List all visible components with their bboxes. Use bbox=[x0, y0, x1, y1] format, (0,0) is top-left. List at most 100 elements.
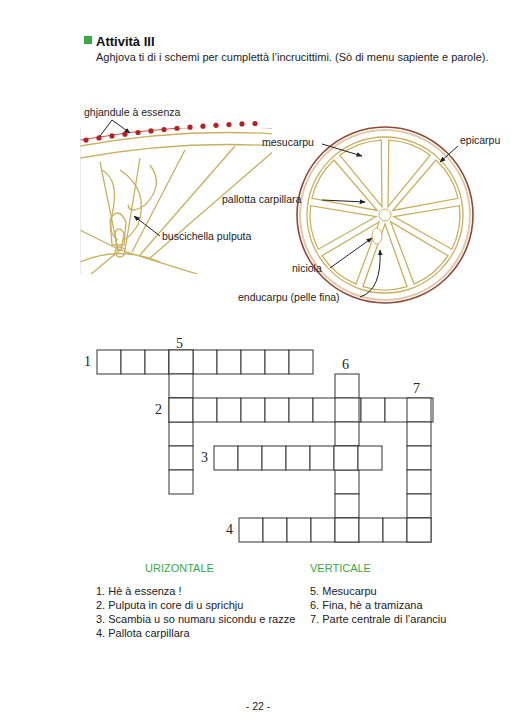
crossword-grid bbox=[97, 350, 433, 542]
crossword-cell bbox=[214, 446, 238, 470]
clue: 6. Fina, hè a tramizana bbox=[310, 599, 423, 612]
part-label: epicarpu bbox=[460, 134, 500, 147]
crossword-cell bbox=[335, 494, 359, 518]
crossword-cell bbox=[263, 518, 287, 542]
leader-line bbox=[440, 146, 458, 162]
gland-dot bbox=[83, 137, 88, 142]
crossword-cell bbox=[265, 398, 289, 422]
crossword-cell bbox=[241, 398, 265, 422]
crossword-cell bbox=[335, 518, 359, 542]
clue: 4. Pallota carpillara bbox=[96, 627, 190, 640]
part-label: ghjandule à essenza bbox=[84, 106, 180, 119]
gland-dot bbox=[174, 126, 179, 131]
part-label: mesucarpu bbox=[262, 136, 314, 149]
gland-dots bbox=[83, 121, 257, 143]
crossword-cell bbox=[407, 518, 431, 542]
crossword-cell bbox=[287, 518, 311, 542]
crossword-cell bbox=[145, 350, 169, 374]
crossword-cell bbox=[335, 470, 359, 494]
crossword-cell bbox=[239, 518, 263, 542]
orange-segment bbox=[312, 160, 377, 210]
clue: 7. Parte centrale di l’aranciu bbox=[310, 613, 446, 626]
crossword-cell bbox=[262, 446, 286, 470]
crossword-cell bbox=[407, 398, 431, 422]
leader-line bbox=[322, 200, 365, 202]
clue-heading: URIZONTALE bbox=[145, 562, 214, 575]
crossword-cell bbox=[359, 518, 383, 542]
clue-number: 7 bbox=[413, 381, 420, 397]
orange-section bbox=[297, 127, 473, 303]
crossword-cell bbox=[97, 350, 121, 374]
orange-segment bbox=[391, 222, 448, 284]
leader-line bbox=[134, 216, 160, 236]
activity-title: Attività III bbox=[96, 34, 155, 49]
clue: 3. Scambia u so numaru sicondu e razze bbox=[96, 613, 295, 626]
crossword-cell bbox=[286, 446, 310, 470]
gland-dot bbox=[252, 121, 257, 126]
crossword-cell bbox=[121, 350, 145, 374]
crossword-cell bbox=[313, 398, 337, 422]
crossword-cell bbox=[169, 446, 193, 470]
crossword-cell bbox=[169, 398, 193, 422]
gland-dot bbox=[161, 127, 166, 132]
gland-dot bbox=[148, 128, 153, 133]
leader-line bbox=[322, 144, 362, 156]
gland-dot bbox=[200, 124, 205, 129]
gland-dot bbox=[239, 121, 244, 126]
crossword-cell bbox=[407, 494, 431, 518]
crossword-cell bbox=[289, 398, 313, 422]
gland-dot bbox=[96, 135, 101, 140]
crossword-cell bbox=[193, 398, 217, 422]
part-label: enducarpu (pelle fina) bbox=[238, 291, 340, 304]
crossword-cell bbox=[407, 518, 431, 542]
crossword-cell bbox=[169, 470, 193, 494]
gland-dot bbox=[187, 125, 192, 130]
clue-number: 3 bbox=[201, 450, 208, 466]
crossword-cell bbox=[169, 350, 193, 374]
clue: 2. Pulputa in core di u sprichju bbox=[96, 599, 243, 612]
crossword-cell bbox=[217, 398, 241, 422]
crossword-cell bbox=[265, 350, 289, 374]
clue: 5. Mesucarpu bbox=[310, 585, 377, 598]
gland-dot bbox=[122, 132, 127, 137]
crossword-cell bbox=[358, 446, 382, 470]
crossword-cell bbox=[361, 398, 385, 422]
crossword-cell bbox=[385, 398, 409, 422]
crossword-cell bbox=[169, 350, 193, 374]
crossword-cell bbox=[217, 350, 241, 374]
crossword-cell bbox=[407, 422, 431, 446]
orange-segment bbox=[340, 140, 382, 206]
gland-dot bbox=[135, 130, 140, 135]
crossword-cell bbox=[334, 446, 358, 470]
leader-line bbox=[360, 250, 380, 297]
crossword-cell bbox=[169, 374, 193, 398]
crossword-cell bbox=[335, 518, 359, 542]
crossword-cell bbox=[383, 518, 407, 542]
orange-segment bbox=[363, 224, 407, 290]
crossword-cell bbox=[407, 470, 431, 494]
gland-dot bbox=[226, 122, 231, 127]
clue-number: 4 bbox=[226, 522, 233, 538]
crossword-cell bbox=[241, 350, 265, 374]
crossword-cell bbox=[335, 374, 359, 398]
clue-number: 5 bbox=[176, 336, 183, 352]
clue-number: 1 bbox=[84, 354, 91, 370]
crossword-cell bbox=[311, 518, 335, 542]
gland-dot bbox=[109, 133, 114, 138]
crossword-cell bbox=[310, 446, 334, 470]
clue-number: 2 bbox=[155, 402, 162, 418]
title-square bbox=[84, 36, 92, 44]
crossword-cell bbox=[169, 398, 193, 422]
part-label: buscichella pulputa bbox=[162, 230, 251, 243]
crossword-cell bbox=[193, 350, 217, 374]
leader-line bbox=[100, 120, 130, 136]
crossword-cell bbox=[335, 398, 359, 422]
page-number: - 22 - bbox=[246, 700, 271, 713]
clue-number: 6 bbox=[342, 357, 349, 373]
clue: 1. Hè à essenza ! bbox=[96, 585, 182, 598]
crossword-cell bbox=[169, 422, 193, 446]
crossword-cell bbox=[335, 446, 359, 470]
crossword-cell bbox=[238, 446, 262, 470]
part-label: pallotta carpillara bbox=[222, 193, 301, 206]
